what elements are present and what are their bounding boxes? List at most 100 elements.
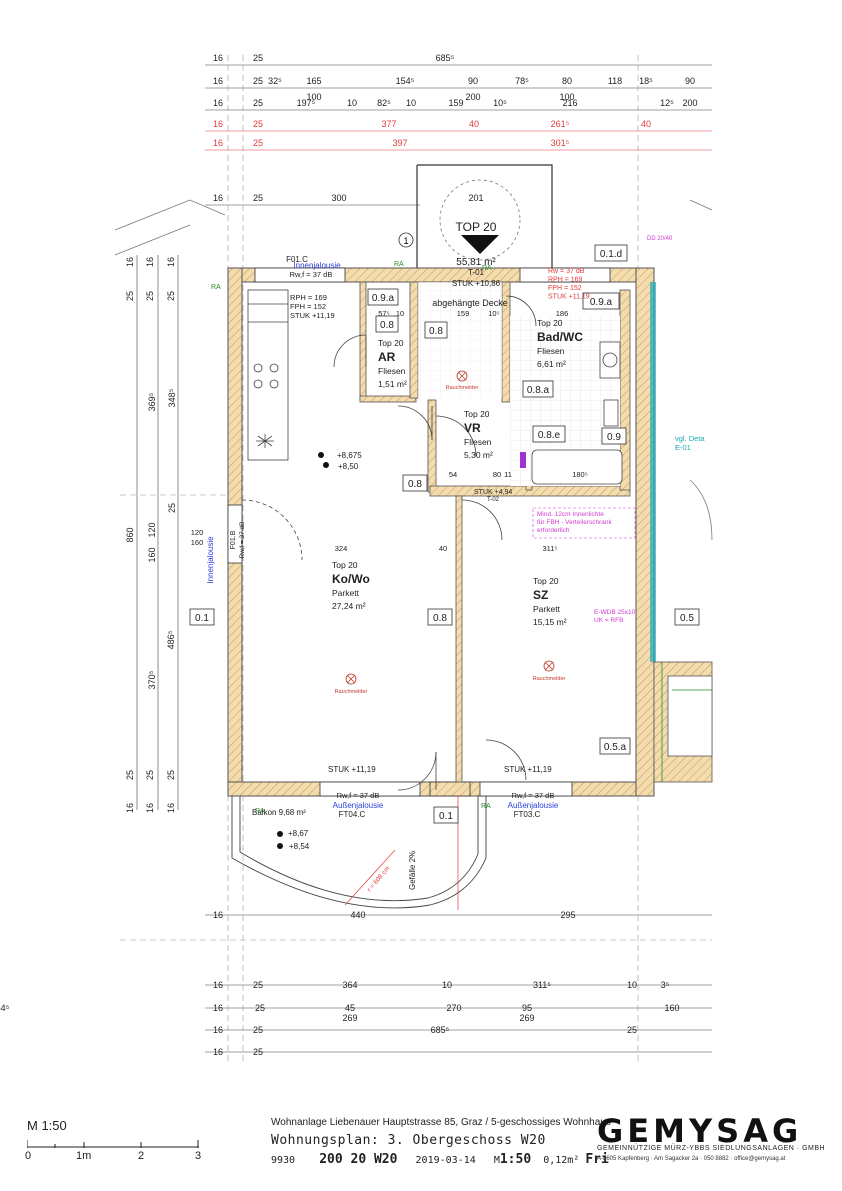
door-tag: 0.5 <box>680 613 694 624</box>
right-building <box>653 661 713 783</box>
dimension-label-top: 25 <box>253 119 263 129</box>
room-top: Top 20 <box>533 576 559 586</box>
dimension-label-top: 16 <box>213 138 223 148</box>
window-rw: Rw,f = 37 dB <box>337 791 380 800</box>
room-top: Top 20 <box>378 338 404 348</box>
dimension-label-left: 25 <box>125 770 135 780</box>
dimension-label-bottom: 440 <box>350 910 365 920</box>
dimension-label-interior: 180⁵ <box>572 470 588 479</box>
dimension-label-top: 32⁵ <box>268 76 282 86</box>
balcony-label: Balkon 9,68 m² <box>252 808 306 817</box>
meta-scale: 1:50 <box>499 1152 532 1167</box>
dimension-label-interior: 159 <box>457 309 470 318</box>
dimension-label-bottom: 25 <box>253 1047 263 1057</box>
dimension-label-top: 10 <box>406 98 416 108</box>
dimension-label-left: 160 <box>147 547 157 562</box>
dimension-label-bottom: 295 <box>560 910 575 920</box>
dimension-label-top: 100 <box>559 92 574 102</box>
dimension-label-top: 90 <box>685 76 695 86</box>
dimension-label-top: 154⁵ <box>396 76 415 86</box>
scale-bar <box>27 1140 199 1148</box>
dimension-label-top: 165 <box>306 76 321 86</box>
ceiling-note: abgehängte Decke <box>432 298 508 308</box>
room-floor: Fliesen <box>464 437 492 447</box>
dimension-label-bottom: 10 <box>442 980 452 990</box>
dimension-label-bottom: 269 <box>519 1013 534 1023</box>
fbh-note-box <box>532 507 636 539</box>
fbh-note: für FBH - Verteilerschrank <box>537 519 613 526</box>
dimension-label-left: 486⁵ <box>166 630 176 649</box>
dimension-label-top: 78⁵ <box>515 76 529 86</box>
window-type: Außenjalousie <box>508 801 559 810</box>
ra-label: RA <box>255 808 265 815</box>
dimension-label-left: 370⁵ <box>147 670 157 689</box>
dimension-label-top: 10⁵ <box>493 98 507 108</box>
sill-note: STUK +11,19 <box>290 311 335 320</box>
dimension-label-top: 16 <box>213 53 223 63</box>
room-name: SZ <box>533 588 548 602</box>
red-note: FPH = 152 <box>548 285 582 292</box>
dimension-label-top: 40 <box>469 119 479 129</box>
dimension-label-interior: 186 <box>556 309 569 318</box>
door-tag: 0.8 <box>380 320 394 331</box>
dimension-label-top: 18⁵ <box>639 76 653 86</box>
scale-tick: 1m <box>76 1150 92 1162</box>
fbh-note: erforderlich <box>537 527 570 534</box>
red-note: Rw = 37 dB <box>548 268 585 275</box>
dimension-label-top: 685⁵ <box>436 53 455 63</box>
balcony-radius: r = 608 cm <box>366 865 391 893</box>
dimension-label-top: 377 <box>381 119 396 129</box>
balcony-level: +8,67 <box>288 829 309 838</box>
dimension-label-top: 197⁵ <box>297 98 316 108</box>
axis-bubble-label: 1 <box>403 236 408 246</box>
dimension-label-left: 369⁵ <box>147 392 157 411</box>
smoke-detector-icon <box>345 370 555 685</box>
meta-area: 0,12m² <box>543 1155 580 1166</box>
balcony-slope: Gefälle 2% <box>408 851 417 890</box>
meta-number: 9930 <box>271 1155 296 1166</box>
dimension-label-bottom: 25 <box>253 1025 263 1035</box>
dimension-label-top: 100 <box>306 92 321 102</box>
dimension-label-top: 200 <box>465 92 480 102</box>
dimension-label-top: 261⁵ <box>551 119 570 129</box>
dimension-label-bottom: 16 <box>213 980 223 990</box>
dimension-label-bottom: 25 <box>627 1025 637 1035</box>
window-code: FT03.C <box>514 810 541 819</box>
interior-walls <box>359 281 631 783</box>
dimension-label-left: 860 <box>125 527 135 542</box>
door-tag: 0.1 <box>195 613 209 624</box>
door-tag: 0.8.e <box>538 430 561 441</box>
door-tag: 0.8.a <box>527 385 550 396</box>
door-tag: 0.9 <box>607 432 621 443</box>
dimension-label-bottom: 95 <box>522 1003 532 1013</box>
dimension-label-interior: 40 <box>439 544 447 553</box>
detail-note: vgl. Deta <box>675 434 705 443</box>
stuk-label: T-02 <box>487 497 500 503</box>
dimension-label-bottom: 25 <box>255 1003 265 1013</box>
smoke-detector-label: Rauchmelder <box>446 385 479 391</box>
ra-label: RA <box>394 261 404 268</box>
stuk-label: STUK +11,19 <box>504 765 552 774</box>
meta-owner: Fri <box>585 1152 609 1167</box>
dimension-label-left: 25 <box>145 291 155 301</box>
dimension-label-bottom: 16 <box>213 1047 223 1057</box>
ra-label: RA <box>482 265 492 272</box>
room-name: Bad/WC <box>537 330 583 344</box>
logo-subtitle: GEMEINNÜTZIGE MÜRZ-YBBS SIEDLUNGSANLAGEN… <box>597 1145 826 1152</box>
room-top: Top 20 <box>332 560 358 570</box>
vr-ceiling-area <box>418 282 502 398</box>
level-marker-icon <box>277 452 329 849</box>
dimension-label-left: 25 <box>145 770 155 780</box>
window-rw: Rw,f = 37 dB <box>239 521 246 558</box>
dimension-label-interior: 10⁵ <box>488 309 499 318</box>
gemysag-logo: GEMYSAG <box>597 1112 803 1150</box>
dimension-label-bottom: 364 <box>342 980 357 990</box>
dimension-label-top: 300 <box>331 193 346 203</box>
red-note: STUK +11,19 <box>548 294 590 301</box>
meta-code: 200 20 W20 <box>319 1152 398 1167</box>
dimension-label-interior: 80 <box>493 470 501 479</box>
dimension-label-top: 16 <box>213 98 223 108</box>
dimension-label-left: 16 <box>125 803 135 813</box>
dimension-label-bottom: 3⁵ <box>661 980 670 990</box>
